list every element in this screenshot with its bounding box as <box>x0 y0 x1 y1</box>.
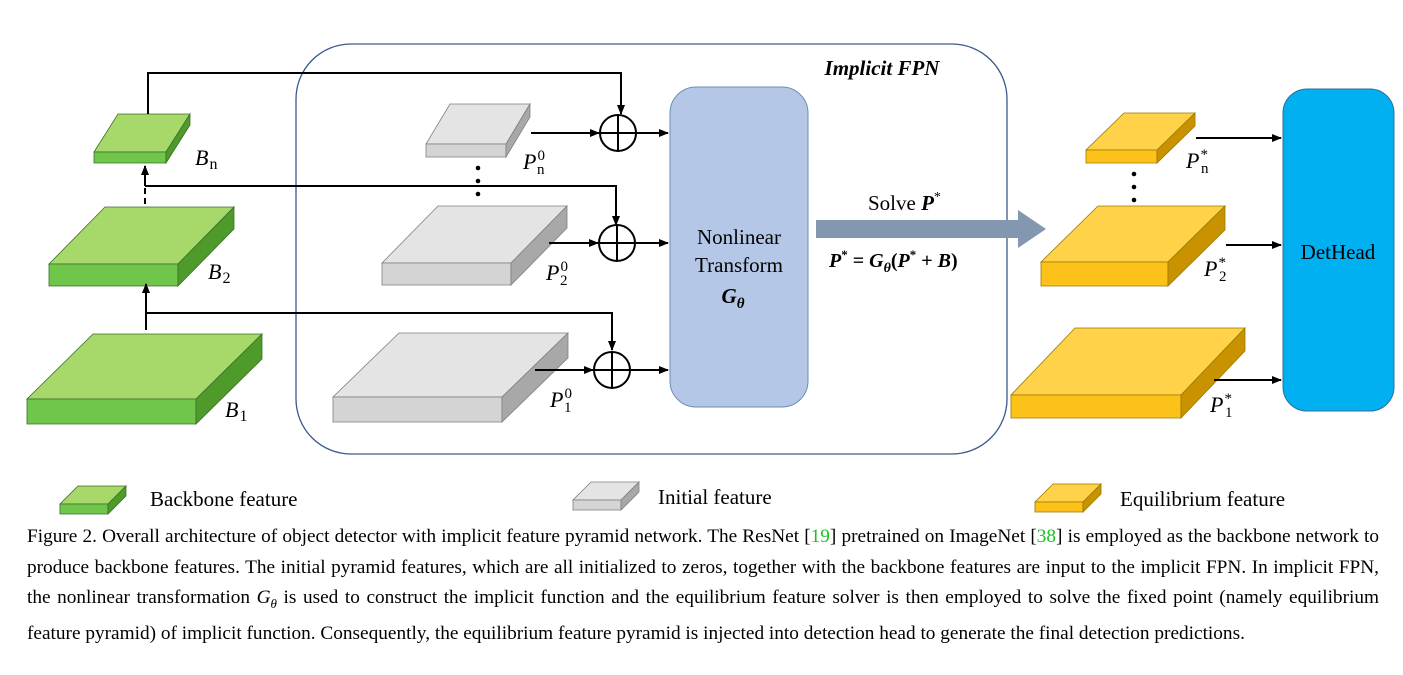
adder-n <box>599 114 637 152</box>
transform-symbol: Gθ <box>722 284 745 312</box>
equilibrium-feature-pn <box>1085 112 1196 164</box>
equilibrium-feature-p1 <box>1010 327 1246 419</box>
initial-feature-p2 <box>381 205 568 286</box>
initial-feature-p1 <box>332 332 569 423</box>
caption-math-theta: θ <box>270 595 277 611</box>
citation-19[interactable]: 19 <box>810 526 830 547</box>
implicit-fpn-title: Implicit FPN <box>824 56 941 80</box>
transform-line1: Nonlinear <box>697 225 781 249</box>
initial-to-adder-arrows <box>531 129 600 374</box>
implicit-fpn-box <box>295 43 1008 455</box>
legend-equilibrium-swatch <box>1034 483 1102 513</box>
caption-math-g: G <box>256 587 271 608</box>
backbone-feature-b1 <box>26 333 263 425</box>
backbone-feature-b2 <box>48 206 235 287</box>
label-bn: Bn <box>195 145 217 173</box>
fixed-point-equation: P* = Gθ(P* + B) <box>828 247 958 276</box>
legend-backbone-label: Backbone feature <box>150 487 298 511</box>
dethead-block <box>1282 88 1395 412</box>
nonlinear-transform-block <box>669 86 809 408</box>
figure-caption: Figure 2. Overall architecture of object… <box>27 522 1379 650</box>
backbone-feature-bn <box>93 112 191 165</box>
legend-initial-label: Initial feature <box>658 485 772 509</box>
caption-text-2: ] pretrained on ImageNet [ <box>829 526 1037 547</box>
legend-initial-swatch <box>572 481 640 511</box>
legend-backbone-swatch <box>59 485 127 515</box>
caption-text-3: ] is employed as the backbone network to… <box>27 526 1379 608</box>
label-b2: B2 <box>208 259 230 287</box>
solve-arrow <box>816 210 1046 248</box>
solve-label: Solve P* <box>868 190 941 215</box>
adder-2 <box>598 224 636 262</box>
backbone-connections <box>141 72 625 351</box>
adder-to-transform-arrows <box>631 129 669 374</box>
ellipsis-dots-initial <box>475 165 481 197</box>
label-b1: B1 <box>225 397 247 425</box>
equilibrium-to-dethead-arrows <box>1196 134 1282 384</box>
adder-1 <box>593 351 631 389</box>
label-p2-star: P*2 <box>1203 255 1226 285</box>
initial-feature-pn <box>425 102 531 159</box>
caption-text-4: is used to construct the implicit functi… <box>27 587 1379 645</box>
caption-text-1: Figure 2. Overall architecture of object… <box>27 526 811 547</box>
equilibrium-feature-p2 <box>1040 205 1226 287</box>
ellipsis-dots-equilibrium <box>1131 171 1137 203</box>
dethead-label: DetHead <box>1301 240 1376 264</box>
legend-equilibrium-label: Equilibrium feature <box>1120 487 1285 511</box>
label-p1-star: P*1 <box>1209 391 1232 421</box>
transform-line2: Transform <box>695 253 783 277</box>
citation-38[interactable]: 38 <box>1036 526 1057 547</box>
label-pn-star: P*n <box>1185 147 1209 177</box>
